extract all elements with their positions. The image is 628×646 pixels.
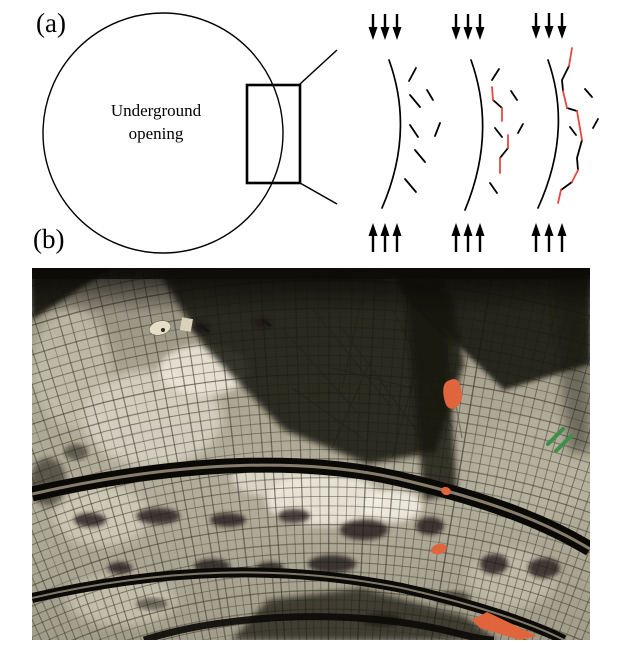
mesh-tags (148, 317, 272, 336)
new-cracks-red (491, 86, 509, 174)
tunnel-wall-arc (381, 59, 402, 209)
tunnel-wall-arc (464, 59, 484, 211)
stage-1-microcracks (381, 59, 441, 209)
opening-label-line1: Underground (111, 101, 202, 120)
compression-arrows-bottom (367, 221, 568, 254)
steel-arch-ribs (32, 457, 590, 640)
opening-label-line2: opening (129, 124, 184, 143)
compression-arrows-top (367, 11, 568, 42)
orange-spray-marks (431, 379, 537, 640)
steel-arch-rib-lower (142, 613, 495, 640)
panel-a-label: (a) (36, 8, 66, 38)
tunnel-wall-arc (537, 59, 560, 209)
zoom-callout-rect (245, 83, 302, 185)
spalling-mechanism-diagram: Underground opening (42, 11, 599, 254)
new-cracks-red (557, 47, 583, 204)
stage-3-spalling-crack (537, 47, 599, 209)
panel-b-label: (b) (33, 224, 65, 254)
zoom-callout-lines (299, 49, 338, 205)
stage-2-crack-growth (464, 59, 524, 211)
underground-opening-circle (42, 12, 284, 254)
tunnel-spalling-photo (32, 268, 590, 640)
green-spray-marks (546, 427, 573, 453)
photo-vignette (32, 268, 590, 314)
